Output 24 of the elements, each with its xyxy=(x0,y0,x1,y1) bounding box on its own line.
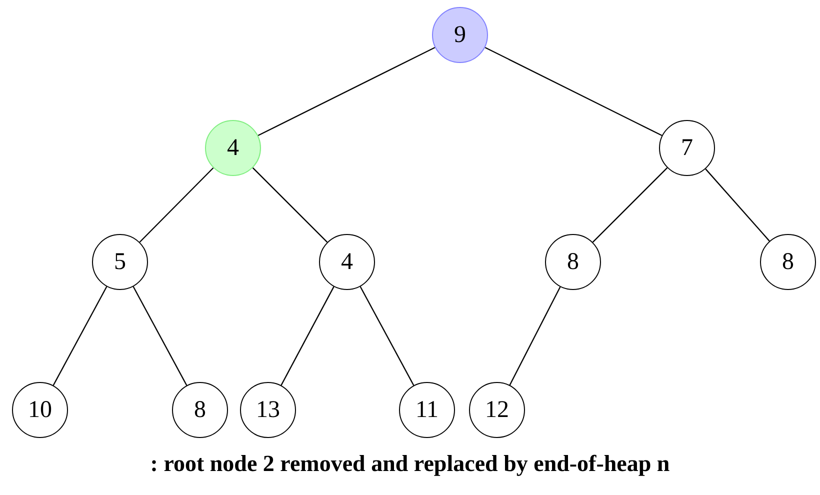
node-value: 7 xyxy=(681,134,693,163)
tree-edge xyxy=(280,286,334,386)
node-value: 4 xyxy=(341,248,353,277)
node-value: 8 xyxy=(782,248,794,277)
tree-edge xyxy=(252,167,328,243)
node-value: 4 xyxy=(227,134,239,163)
tree-edge xyxy=(52,286,108,386)
node-value: 10 xyxy=(28,396,52,425)
node-value: 8 xyxy=(194,396,206,425)
tree-edge xyxy=(132,286,188,386)
node-value: 12 xyxy=(485,396,509,425)
tree-edge xyxy=(484,46,662,136)
caption: : root node 2 removed and replaced by end-of-heap n xyxy=(150,450,670,478)
tree-edge xyxy=(360,286,414,386)
node-value: 5 xyxy=(114,248,126,277)
node-value: 8 xyxy=(567,248,579,277)
node-value: 9 xyxy=(454,21,466,50)
tree-edge xyxy=(592,167,668,243)
tree-edge xyxy=(509,286,561,386)
node-value: 11 xyxy=(415,396,439,425)
tree-edge xyxy=(705,168,770,242)
node-value: 13 xyxy=(256,396,280,425)
tree-edge xyxy=(258,46,436,136)
tree-edge xyxy=(139,167,214,243)
